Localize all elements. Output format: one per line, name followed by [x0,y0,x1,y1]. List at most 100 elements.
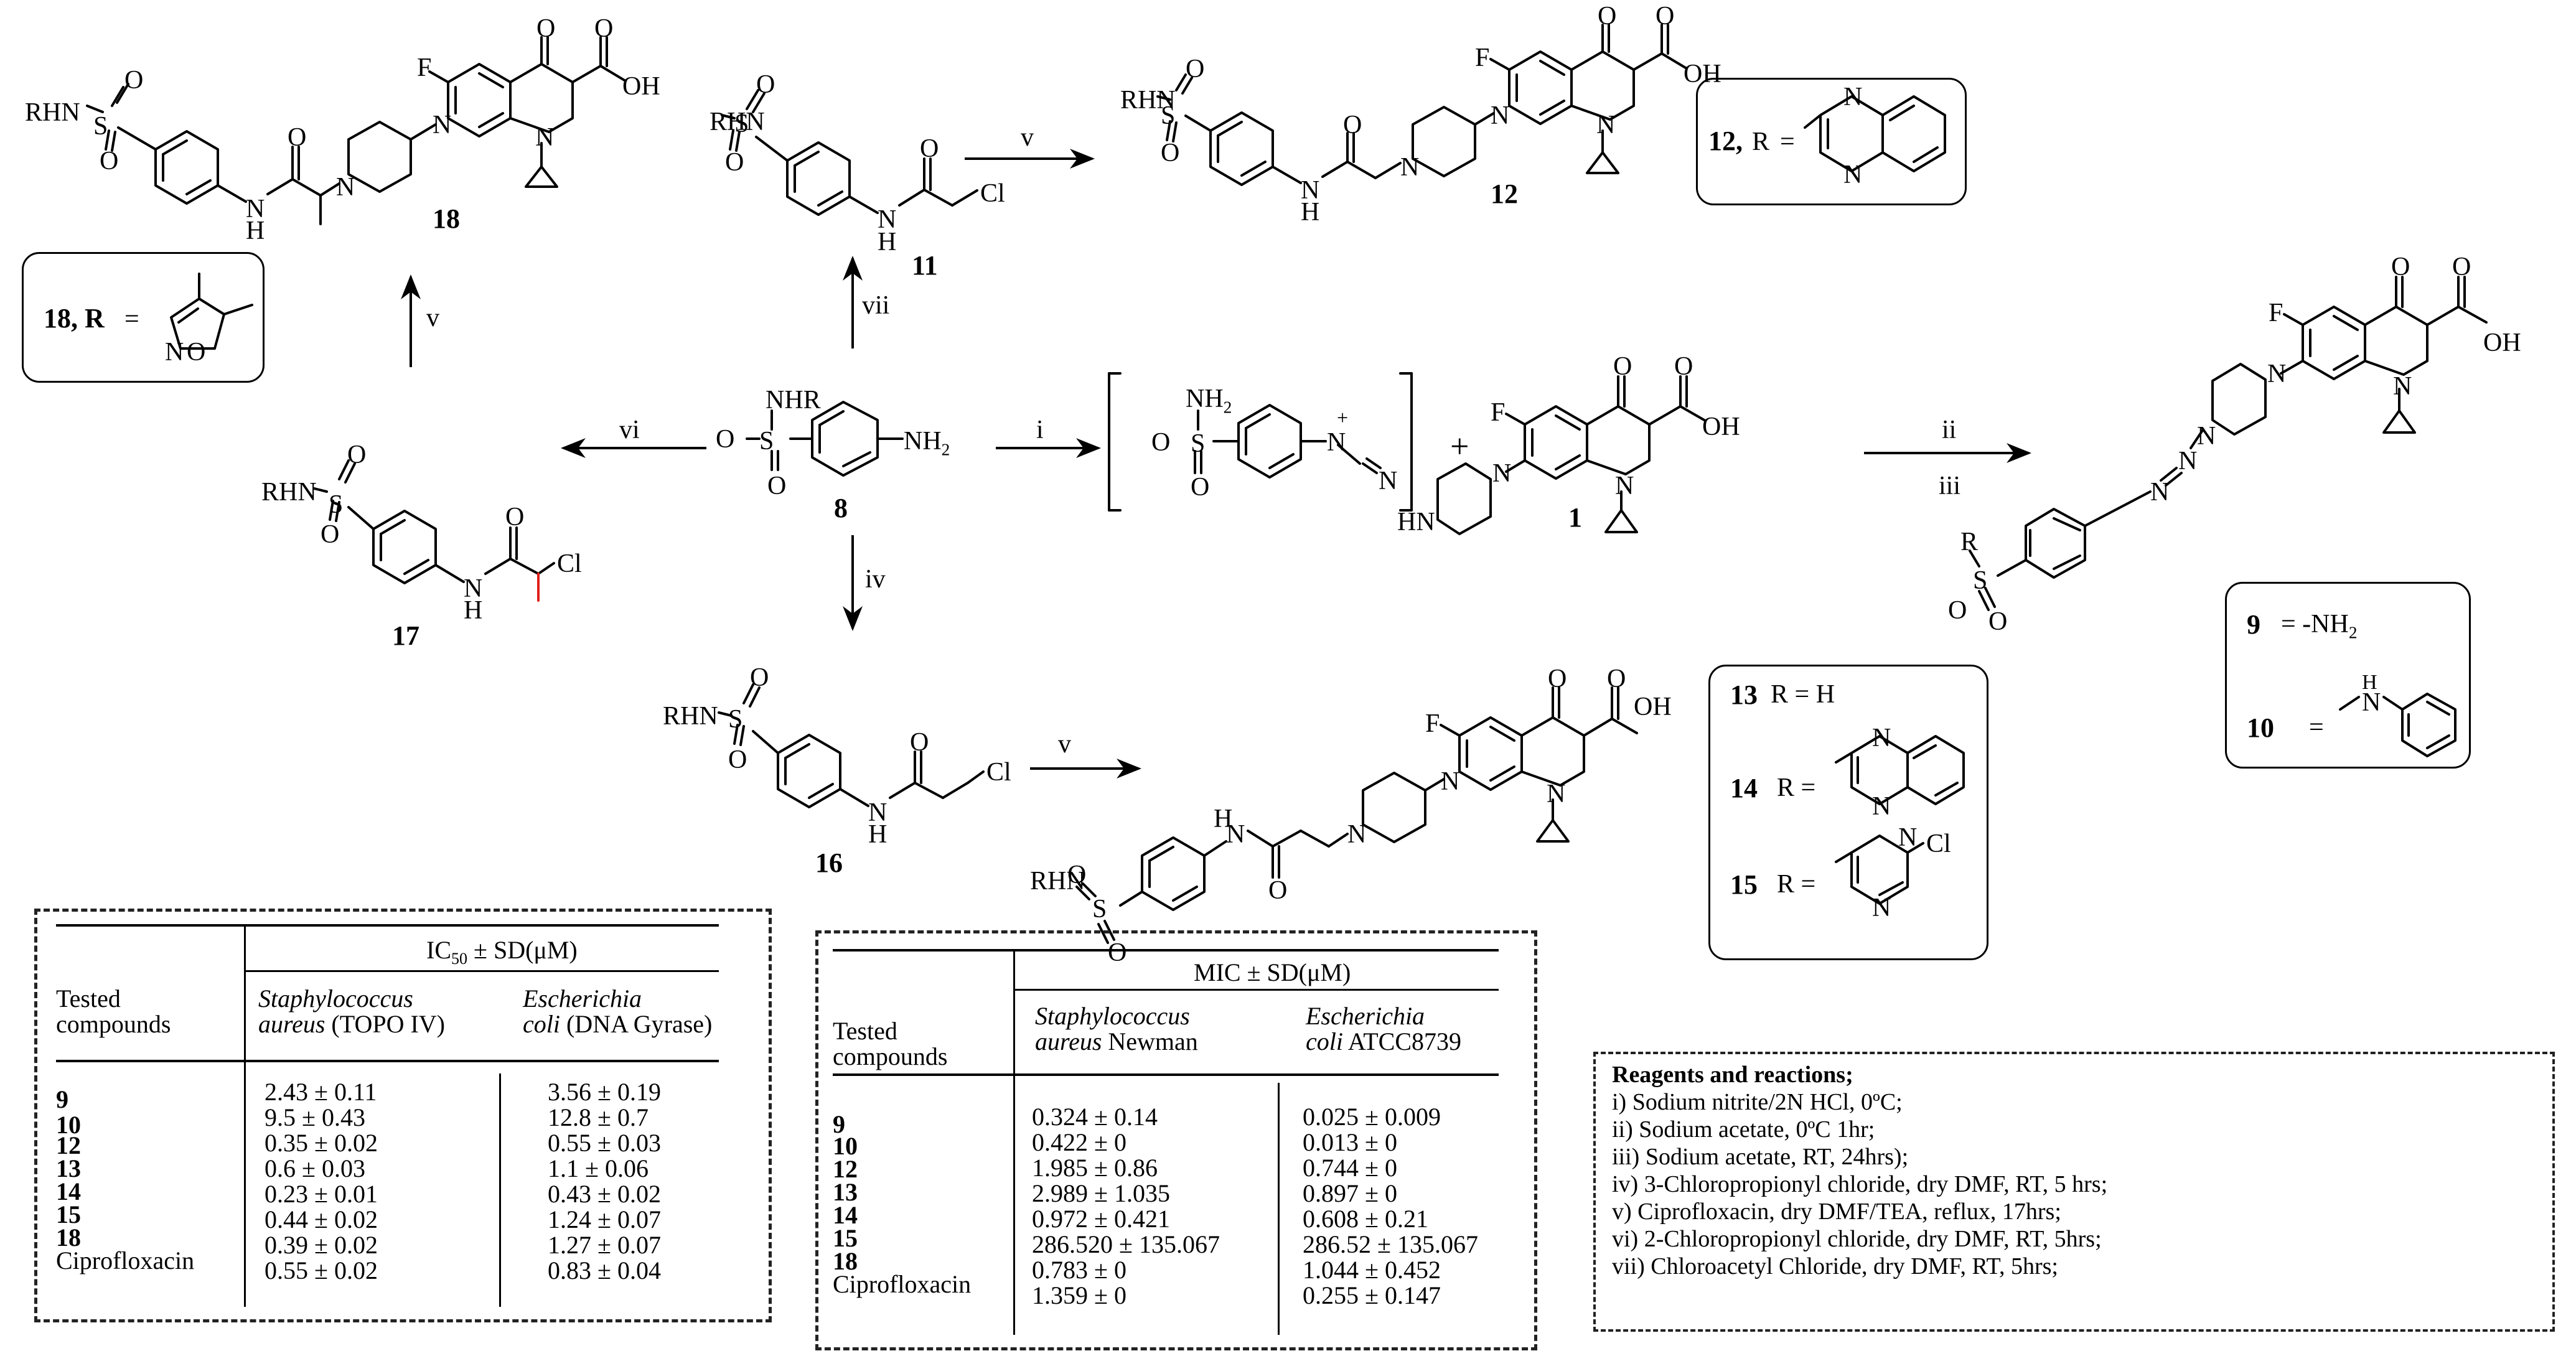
box-14-value: R = [1777,774,1816,802]
atom-label: OH [2483,329,2521,357]
structure-18 [86,36,627,225]
atom-label: O [1186,55,1205,83]
atom-label: N [1898,823,1918,852]
atom-label: N [1301,176,1320,205]
atom-label: O [1343,111,1362,139]
compound-number-17: 17 [392,620,419,651]
reagents-box [1593,1052,2555,1332]
atom-label: H [1301,198,1320,227]
isoxazole-substituent-18 [170,273,253,350]
reagent-item: vi) 2-Chloropropionyl chloride, dry DMF,… [1612,1226,2102,1252]
atom-label: NHR [766,386,821,414]
atom-label: N [1843,83,1863,111]
box-13-label: 13 [1730,680,1758,710]
atom-label: O [1108,938,1127,967]
reagents-list: Reagents and reactions; i) Sodium nitrit… [1612,1061,2107,1280]
atom-label: S [1092,895,1107,923]
atom-label: S [93,112,108,141]
atom-label: O [1948,596,1967,625]
atom-label: N [535,123,555,152]
atom-label: O [1613,352,1632,381]
atom-label: N [246,195,265,223]
atom-label: N [1327,428,1346,457]
ic50-compound-column: 9 10 12 13 14 15 18 Ciprofloxacin [56,1085,195,1274]
atom-label: Cl [986,758,1011,787]
compound-number-12: 12 [1491,179,1518,209]
mic-header: MIC ± SD(μM) [1194,958,1351,986]
atom-label: H [878,228,897,256]
atom-label: N [1491,101,1510,130]
atom-label: RHN [1030,867,1085,895]
atom-label: S [1161,101,1176,130]
phenylamino-substituent-10 [2339,693,2457,757]
atom-label: O [920,134,939,163]
compound-number-18: 18 [433,203,460,234]
substituent-box-13-15 [1708,665,1988,960]
atom-label: N [2150,478,2170,507]
atom-label: OH [1634,693,1672,721]
atom-label: O [1067,861,1087,889]
atom-label: N [1347,820,1367,849]
atom-label: O [124,66,144,95]
box-13-value: R = H [1771,680,1835,709]
atom-label: OH [1702,413,1740,441]
reagents-title: Reagents and reactions; [1612,1062,1853,1088]
ic50-col2-header: Escherichia coli (DNA Gyrase) [523,984,713,1038]
reagent-item: iv) 3-Chloropropionyl chloride, dry DMF,… [1612,1171,2108,1197]
substituent-box-12 [1696,78,1967,205]
arrow-label-iii: iii [1939,472,1961,500]
atom-label: O [1191,473,1210,502]
atom-label: N [464,574,483,603]
atom-label: Cl [980,179,1005,208]
atom-label: O [756,70,775,99]
box-10-label: 10 [2247,713,2274,743]
atom-label: RHN [261,478,317,507]
box-10-equals: = [2309,713,2324,742]
atom-label: H [868,820,888,849]
atom-label: S [329,490,344,519]
structure-16 [718,683,985,808]
atom-label: N [336,173,355,202]
compound-number-11: 11 [912,250,938,281]
atom-label: N [2178,447,2198,475]
atom-label: N [2197,422,2216,451]
arrow-label-ii: ii [1942,416,1957,444]
atom-label: O [1151,428,1171,457]
box-12-r: R [1752,128,1770,156]
ic50-dna-gyrase-values: 3.56 ± 0.19 12.8 ± 0.7 0.55 ± 0.03 1.1 ±… [548,1078,661,1284]
structure-1-ciprofloxacin [1436,375,1707,535]
box-18-equals: = [124,305,139,334]
box-9-value: = -NH2 [2281,610,2358,642]
ic50-col0-header: Tested compounds [56,984,171,1038]
atom-label: N [433,111,452,139]
atom-label: O [1548,665,1567,693]
structure-17 [313,459,555,584]
arrow-label-v: v [1058,730,1071,759]
atom-label: O [1656,2,1675,30]
ic50-header: IC50 ± SD(μM) [426,936,578,968]
atom-label: F [1425,709,1440,738]
atom-label: O [750,663,769,692]
atom-label: O [288,123,307,152]
diazonium-intermediate [1108,372,1413,512]
atom-label: OH [622,72,660,101]
atom-label: Cl [1926,830,1951,858]
box-12-equals: = [1780,128,1795,156]
atom-label: O [347,441,367,469]
atom-label: N [1872,792,1891,821]
mic-table-box [815,930,1537,1350]
atom-label: O [100,147,119,175]
box-9-label: 9 [2247,609,2260,640]
box-14-label: 14 [1730,773,1758,803]
atom-label: H [464,596,483,625]
atom-label: N [2267,360,2287,388]
charge-plus: + [1337,406,1349,429]
box-12-label: 12, [1708,126,1743,156]
atom-label: S [1973,566,1988,595]
arrow-label-vi: vi [619,416,640,444]
atom-label: O [1598,2,1617,30]
atom-label: O [767,472,787,500]
atom-label: F [1491,398,1506,427]
atom-label: N [1226,820,1245,849]
